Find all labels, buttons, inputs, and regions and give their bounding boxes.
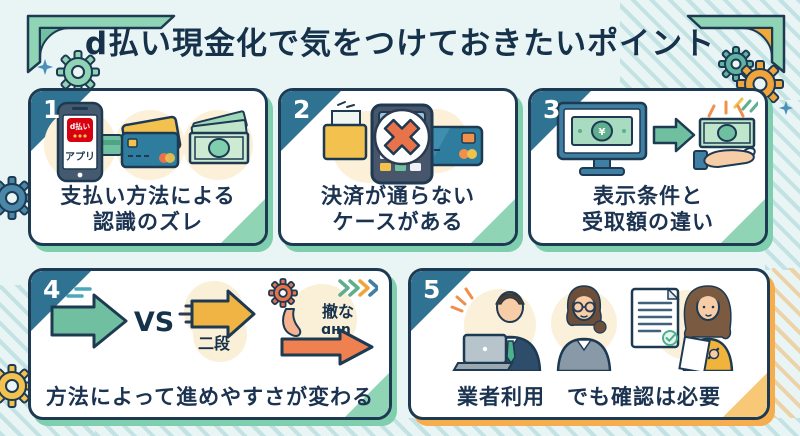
card-number: 2 (293, 95, 311, 124)
caption-line: 認識のズレ (93, 209, 203, 234)
hand-shape-icon (282, 308, 302, 337)
gear-icon (268, 278, 298, 308)
caption-line: 表示条件と (593, 183, 703, 208)
amount-difference-illustration: ¥ (556, 97, 758, 176)
method-comparison-illustration: VS 二段 撤な ɑнn (50, 278, 378, 366)
card-caption: 表示条件と 受取額の違い (531, 183, 765, 236)
card-number: 5 (423, 275, 441, 304)
caption-line: 受取額の違い (582, 209, 714, 234)
gear-icon (56, 50, 100, 94)
writing-woman-icon (678, 285, 734, 371)
stripe-pattern-right (765, 100, 800, 270)
caption-line: 決済が通らない (321, 183, 475, 208)
businesswoman-icon (556, 285, 612, 371)
error-x-icon (373, 108, 431, 166)
caption-line: 方法によって進めやすさが変わる (45, 384, 375, 409)
corner-frame-top-left (26, 14, 176, 74)
svg-text:¥: ¥ (599, 127, 606, 138)
gear-icon (0, 176, 34, 220)
stage-label: 二段 (198, 334, 231, 353)
card-caption: 支払い方法による 認識のズレ (31, 183, 265, 236)
hand-banknote-icon (693, 117, 756, 170)
sparkle-icon (37, 59, 53, 75)
document-icon (630, 287, 680, 349)
gear-icon (0, 364, 34, 408)
declined-payment-illustration (322, 101, 484, 185)
caption-line: ケースがある (332, 209, 464, 234)
card-vendor-check: 業者利用 でも確認は必要 5 (408, 268, 770, 420)
payment-methods-illustration: d払い アプリ (44, 101, 253, 183)
orange-arrow-icon (280, 328, 374, 366)
scribble-text: 撤な (322, 302, 354, 321)
stripe-pattern-orange-right (772, 268, 800, 418)
card-displayed-vs-received: ¥ 表示条件と 受取額の違い 3 (528, 88, 768, 246)
card-payment-declined: 決済が通らない ケースがある 2 (278, 88, 518, 246)
monitor-icon: ¥ (556, 101, 648, 176)
vendor-people-illustration (450, 285, 734, 371)
card-caption: 決済が通らない ケースがある (281, 183, 515, 236)
svg-text:アプリ: アプリ (65, 150, 95, 163)
stripe-pattern-bottom (95, 418, 800, 436)
caption-line: 支払い方法による (60, 183, 236, 208)
sparkle-rays-icon (707, 100, 745, 118)
card-number: 4 (43, 275, 61, 304)
corner-frame-top-right (686, 14, 786, 74)
caption-line: 業者利用 でも確認は必要 (457, 384, 721, 409)
receipt-icon (322, 101, 368, 161)
arrow-icon (652, 117, 696, 153)
vs-label: VS (134, 307, 174, 338)
banknotes-icon (188, 110, 250, 165)
sparkle-icon (779, 101, 793, 115)
page-title: d払い現金化で気をつけておきたいポイント (84, 26, 716, 62)
speed-lines-icon (66, 287, 92, 298)
chevrons-icon (338, 279, 378, 297)
phone-icon: d払い アプリ (56, 101, 123, 183)
green-arrow-icon (50, 293, 128, 349)
card-caption: 業者利用 でも確認は必要 (411, 384, 767, 410)
card-caption: 方法によって進めやすさが変わる (31, 384, 389, 410)
businessman-icon (452, 291, 542, 371)
card-number: 1 (43, 95, 61, 124)
card-method-difficulty: VS 二段 撤な ɑнn (28, 268, 392, 420)
svg-text:d払い: d払い (70, 121, 91, 131)
card-payment-method: d払い アプリ (28, 88, 268, 246)
credit-cards-icon (120, 115, 182, 169)
card-number: 3 (543, 95, 561, 124)
yellow-arrow-icon (190, 289, 256, 339)
slash-accent-icon (733, 97, 758, 113)
sparkle-rays-icon (450, 287, 474, 313)
